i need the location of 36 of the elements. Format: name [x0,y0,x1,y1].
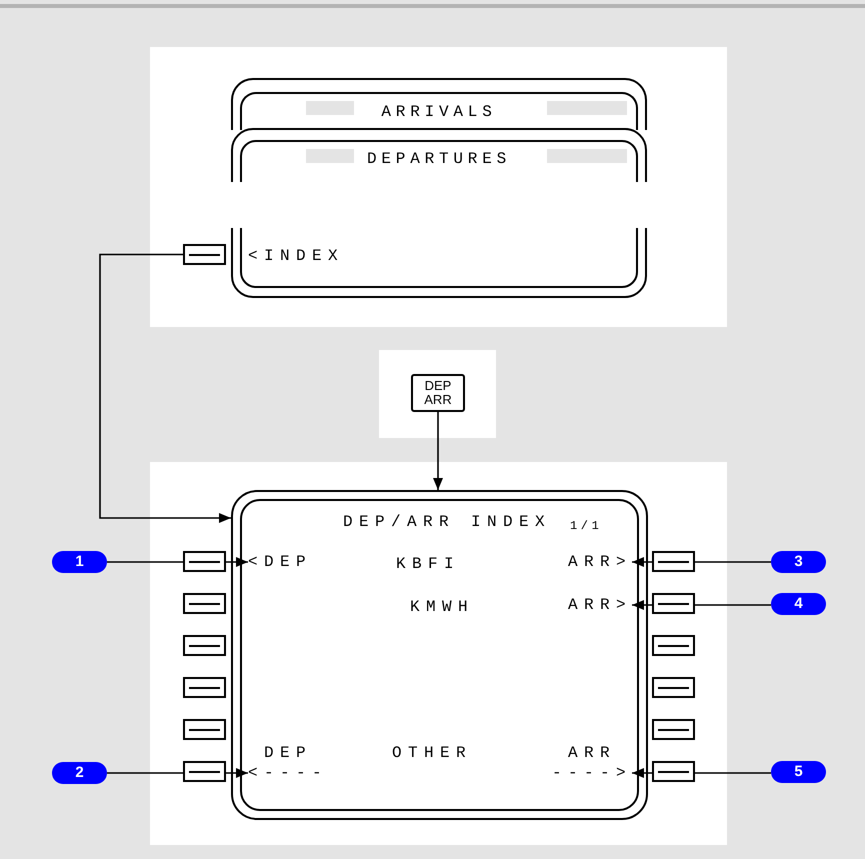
arrow [632,768,771,778]
cdu-display [231,490,648,820]
arrow [632,557,771,567]
display-text: ARR [568,744,616,762]
callout-number: 3 [771,551,826,573]
arrow [632,600,771,610]
display-text: KBFI [396,555,460,573]
display-line-text: ----> [552,763,632,783]
display-text: DEP [264,744,312,762]
page-title: ARRIVALS [381,103,497,121]
arrow [99,254,231,523]
callout-number: 4 [771,593,826,615]
callout-number: 5 [771,761,826,783]
display-text: 1/1 [570,519,602,533]
title-bar-fill [306,149,354,163]
title-bar-fill [306,101,354,115]
mode-key [411,374,465,412]
title-bar-fill [547,149,627,163]
display-text: OTHER [392,744,472,762]
callout-number: 2 [52,762,107,784]
display-line-text: <---- [248,763,328,783]
key-label: DEP ARR [423,379,453,407]
title-bar-fill [547,101,627,115]
display-text: DEP/ARR INDEX [343,513,552,531]
arrow [107,557,248,567]
display-line-text: <DEP [248,552,312,572]
arrow [107,768,248,778]
display-line-text: ARR> [568,595,632,615]
line-select-key [183,244,226,265]
display-line-text: <INDEX [248,247,344,265]
arrow [433,412,443,490]
display-line-text: ARR> [568,552,632,572]
display-text: KMWH [410,598,474,616]
callout-number: 1 [52,551,107,573]
page-title: DEPARTURES [366,150,511,168]
display-page [231,78,647,130]
